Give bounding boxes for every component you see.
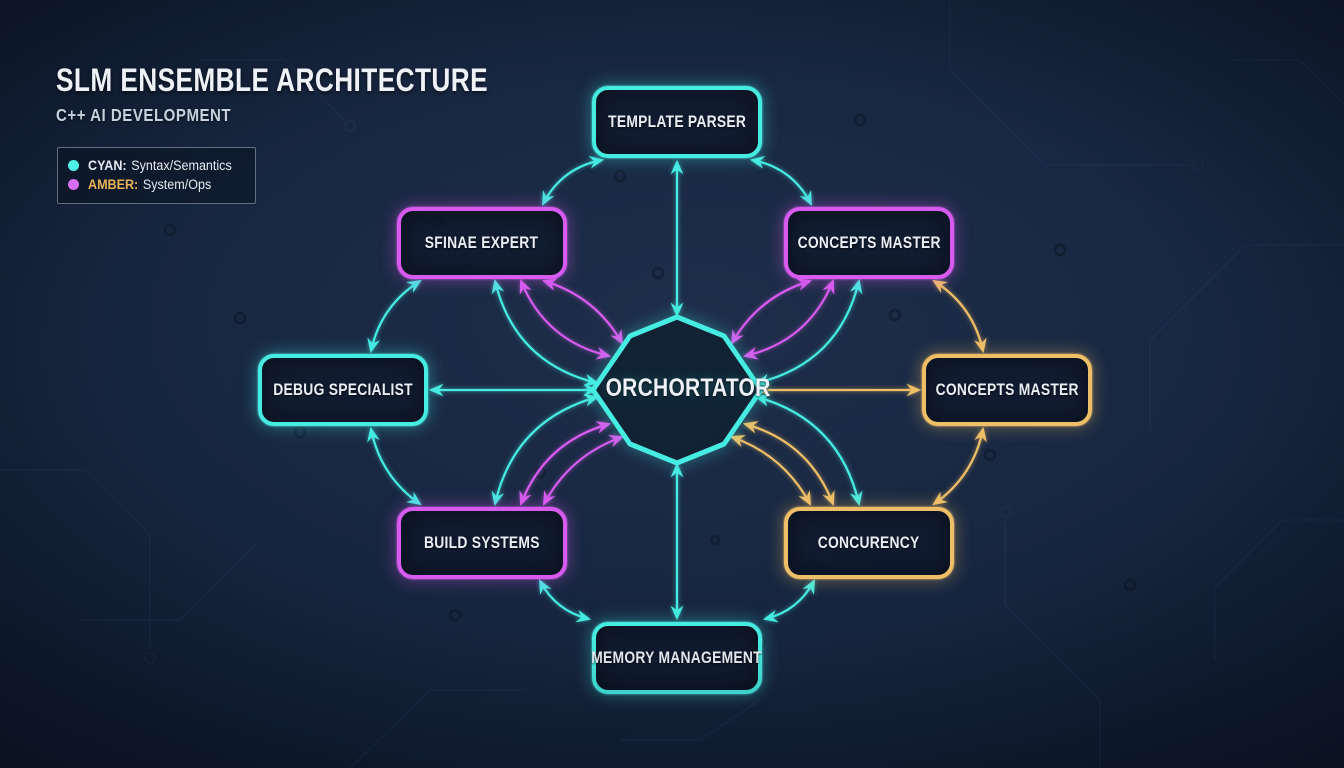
edge-orchestrator-sfinae-expert	[519, 278, 612, 360]
edge-orchestrator-concepts-master-top	[742, 278, 835, 360]
edge-orchestrator-concurrency	[754, 394, 863, 507]
node-build-systems: BUILD SYSTEMS	[397, 507, 567, 579]
legend-item-amber: AMBER:System/Ops	[68, 175, 243, 194]
edge-orchestrator-build-systems	[491, 394, 600, 507]
magenta-dot-icon	[68, 179, 79, 190]
node-sfinae-expert: SFINAE EXPERT	[397, 207, 567, 279]
node-template-parser: TEMPLATE PARSER	[592, 86, 762, 158]
node-concepts-master-top: CONCEPTS MASTER	[784, 207, 954, 279]
edge-orchestrator-concurrency	[742, 421, 835, 507]
edge-debug-specialist-build-systems	[367, 426, 422, 506]
legend-desc-amber: System/Ops	[142, 177, 212, 192]
edge-concepts-master-right-concurrency	[932, 426, 987, 506]
edge-orchestrator-sfinae-expert	[541, 278, 624, 345]
edge-orchestrator-concurrency	[729, 435, 812, 506]
node-label: CONCURENCY	[818, 533, 920, 552]
orchestrator-label: ORCHORTATOR	[605, 374, 771, 402]
node-label: BUILD SYSTEMS	[424, 533, 540, 552]
edge-orchestrator-concepts-master-top	[730, 278, 813, 345]
edge-orchestrator-sfinae-expert	[491, 278, 600, 387]
page-title: SLM ENSEMBLE ARCHITECTURE	[56, 62, 489, 98]
node-label: DEBUG SPECIALIST	[273, 380, 413, 399]
edge-template-parser-sfinae-expert	[541, 155, 605, 206]
node-concepts-master-right: CONCEPTS MASTER	[922, 354, 1092, 426]
cyan-dot-icon	[68, 160, 79, 171]
edge-template-parser-concepts-master-top	[749, 155, 813, 206]
node-debug-specialist: DEBUG SPECIALIST	[258, 354, 428, 426]
node-label: CONCEPTS MASTER	[935, 380, 1079, 399]
edge-concurrency-memory-management	[762, 579, 816, 623]
page-subtitle: C++ AI DEVELOPMENT	[56, 105, 232, 125]
edge-build-systems-memory-management	[538, 579, 592, 623]
legend-key-amber: AMBER:	[88, 177, 139, 192]
legend-key-cyan: CYAN:	[88, 158, 127, 173]
node-memory-management: MEMORY MANAGEMENT	[592, 622, 762, 694]
legend: CYAN: Syntax/Semantics AMBER:System/Ops	[57, 147, 256, 204]
legend-desc-cyan: Syntax/Semantics	[131, 158, 232, 173]
legend-item-cyan: CYAN: Syntax/Semantics	[68, 156, 243, 175]
edge-orchestrator-build-systems	[519, 421, 612, 507]
node-label: CONCEPTS MASTER	[797, 233, 941, 252]
edge-orchestrator-concepts-master-top	[754, 278, 863, 387]
node-concurrency: CONCURENCY	[784, 507, 954, 579]
edge-sfinae-expert-debug-specialist	[367, 279, 422, 354]
edge-orchestrator-build-systems	[542, 435, 625, 506]
node-label: SFINAE EXPERT	[425, 233, 539, 252]
header: SLM ENSEMBLE ARCHITECTURE C++ AI DEVELOP…	[56, 62, 583, 126]
edge-concepts-master-top-concepts-master-right	[932, 279, 987, 354]
node-label: TEMPLATE PARSER	[607, 112, 747, 131]
node-label: MEMORY MANAGEMENT	[591, 648, 763, 667]
